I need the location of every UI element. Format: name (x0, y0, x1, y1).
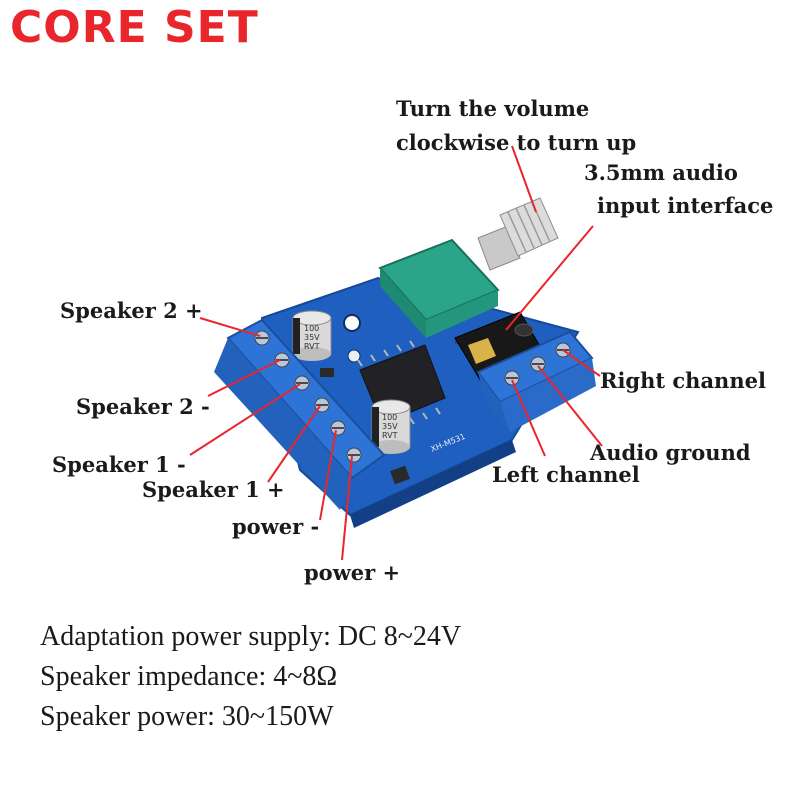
label-speaker2-minus: Speaker 2 - (76, 394, 210, 419)
spec-impedance: Speaker impedance: 4~8Ω (40, 661, 338, 692)
label-power-minus: power - (232, 514, 320, 539)
leader-speaker2-plus (199, 317, 261, 337)
cap-top-mark-1: 100 (304, 324, 319, 333)
label-audio-line2: input interface (597, 193, 774, 218)
label-audio-ground: Audio ground (590, 440, 751, 465)
label-left-channel: Left channel (492, 462, 640, 487)
cap-top-mark-3: RVT (304, 342, 320, 351)
leader-volume (511, 145, 537, 213)
label-volume-line2: clockwise to turn up (396, 130, 637, 155)
label-volume-line1: Turn the volume (396, 96, 590, 121)
cap-bottom-mark-1: 100 (382, 413, 397, 422)
label-audio-line1: 3.5mm audio (584, 160, 738, 185)
leader-audio-ground (537, 365, 603, 447)
leader-audio-jack (505, 225, 594, 331)
leader-power-minus (319, 429, 337, 521)
cap-bottom-mark-2: 35V (382, 422, 398, 431)
speaker-power-terminal-block (214, 318, 386, 510)
spec-power-supply: Adaptation power supply: DC 8~24V (40, 621, 462, 652)
spec-speaker-power: Speaker power: 30~150W (40, 701, 334, 732)
volume-potentiometer (378, 197, 559, 338)
smd-component (390, 465, 410, 485)
leader-speaker1-plus (267, 405, 321, 483)
pot-knob-shaft (499, 197, 559, 257)
label-right-channel: Right channel (600, 368, 766, 393)
label-power-plus: power + (304, 560, 401, 585)
callout-leaders (189, 145, 603, 561)
smd-component (320, 368, 334, 377)
mounting-hole (343, 314, 361, 332)
cap-top-mark-2: 35V (304, 333, 320, 342)
leader-left-channel (511, 379, 546, 457)
brand-logo: CORE SET (10, 2, 259, 53)
leader-right-channel (562, 349, 601, 377)
label-speaker1-minus: Speaker 1 - (52, 452, 186, 477)
mounting-hole (347, 349, 361, 363)
label-speaker2-plus: Speaker 2 + (60, 298, 203, 323)
leader-speaker2-minus (207, 359, 281, 397)
capacitor-top (292, 310, 332, 361)
leader-speaker1-minus (189, 383, 301, 456)
label-speaker1-plus: Speaker 1 + (142, 477, 285, 502)
cap-bottom-mark-3: RVT (382, 431, 398, 440)
leader-power-plus (341, 455, 353, 561)
capacitor-bottom (371, 399, 411, 454)
pcb-edge (350, 440, 516, 528)
